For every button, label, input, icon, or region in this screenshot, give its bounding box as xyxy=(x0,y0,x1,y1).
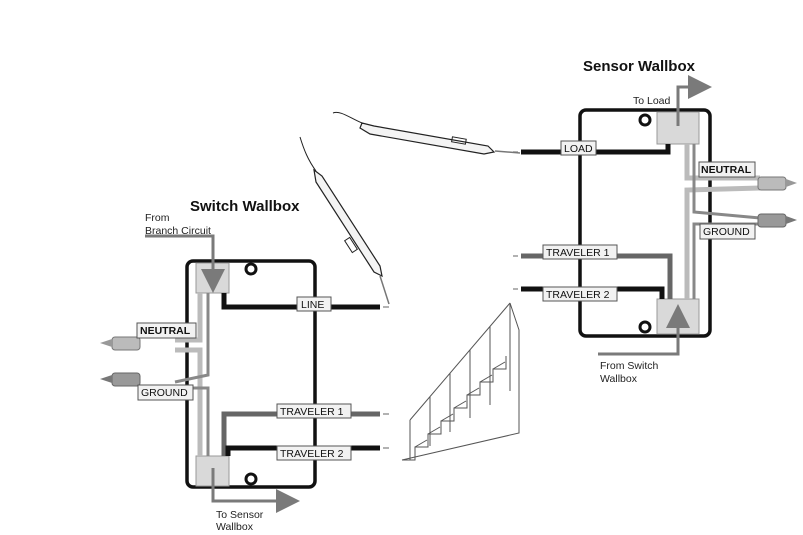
switch-ground-label: GROUND xyxy=(141,387,188,399)
sensor-load-label: LOAD xyxy=(564,143,593,155)
switch-mount-hole-bottom xyxy=(244,472,258,486)
sensor-mount-hole-top xyxy=(638,113,652,127)
switch-mount-hole-top xyxy=(244,262,258,276)
sensor-to-load-arrow xyxy=(676,75,712,126)
sensor-traveler1-label: TRAVELER 1 xyxy=(546,247,610,259)
switch-traveler2-tag xyxy=(276,445,352,461)
sensor-neutral-wire-2 xyxy=(684,185,761,299)
sensor-ground-label: GROUND xyxy=(703,226,750,238)
switch-wallbox: NEUTRAL GROUND LINE TRAVELER 1 TRAVELER … xyxy=(100,198,380,533)
sensor-mount-hole-bottom xyxy=(638,320,652,334)
switch-to-label-2: Wallbox xyxy=(216,521,254,533)
switch-neutral-wire xyxy=(175,293,203,343)
sensor-neutral-wire-nut xyxy=(757,176,797,191)
sensor-ground-wire-nut xyxy=(757,213,797,228)
sensor-traveler2-label: TRAVELER 2 xyxy=(546,289,610,301)
switch-ground-wire xyxy=(174,293,210,384)
sensor-ground-tag xyxy=(699,223,756,240)
switch-neutral-tag xyxy=(136,322,197,339)
sensor-from-label-1: From Switch xyxy=(600,360,659,372)
switch-neutral-label: NEUTRAL xyxy=(140,325,191,337)
sensor-from-label-2: Wallbox xyxy=(600,373,638,385)
sensor-load-tag xyxy=(560,140,597,156)
switch-from-label-2: Branch Circuit xyxy=(145,225,211,237)
switch-ground-tag xyxy=(137,384,194,401)
test-probe-horizontal xyxy=(332,111,521,155)
switch-to-sensor-arrow xyxy=(211,468,300,513)
switch-traveler2-label: TRAVELER 2 xyxy=(280,448,344,460)
switch-wallbox-outline xyxy=(185,259,317,489)
switch-neutral-wire-nut xyxy=(100,336,141,351)
switch-line-label: LINE xyxy=(301,299,324,311)
sensor-traveler1-tag xyxy=(542,244,618,260)
sensor-ground-wire xyxy=(692,144,761,220)
switch-traveler1-label: TRAVELER 1 xyxy=(280,406,344,418)
switch-wallbox-title: Switch Wallbox xyxy=(190,198,300,215)
switch-from-branch-arrow xyxy=(145,234,225,293)
switch-from-label-1: From xyxy=(145,212,170,224)
switch-traveler1-tag xyxy=(276,403,352,419)
sensor-wallbox-title: Sensor Wallbox xyxy=(583,58,696,75)
sensor-traveler2-tag xyxy=(542,286,618,302)
switch-neutral-wire-2 xyxy=(175,347,203,456)
switch-to-label-1: To Sensor xyxy=(216,509,264,521)
sensor-to-load-label: To Load xyxy=(633,95,671,107)
test-probe-diagonal xyxy=(299,136,390,305)
sensor-from-switch-arrow xyxy=(598,304,690,356)
sensor-wallbox: LOAD NEUTRAL GROUND TRAVELER 1 TRAVELER … xyxy=(521,58,797,385)
sensor-neutral-label: NEUTRAL xyxy=(701,164,752,176)
sensor-neutral-tag xyxy=(698,161,756,178)
switch-ground-wire-nut xyxy=(100,372,141,387)
stairs-illustration xyxy=(401,302,520,461)
switch-line-tag xyxy=(296,296,332,312)
sensor-neutral-wire xyxy=(684,144,760,181)
